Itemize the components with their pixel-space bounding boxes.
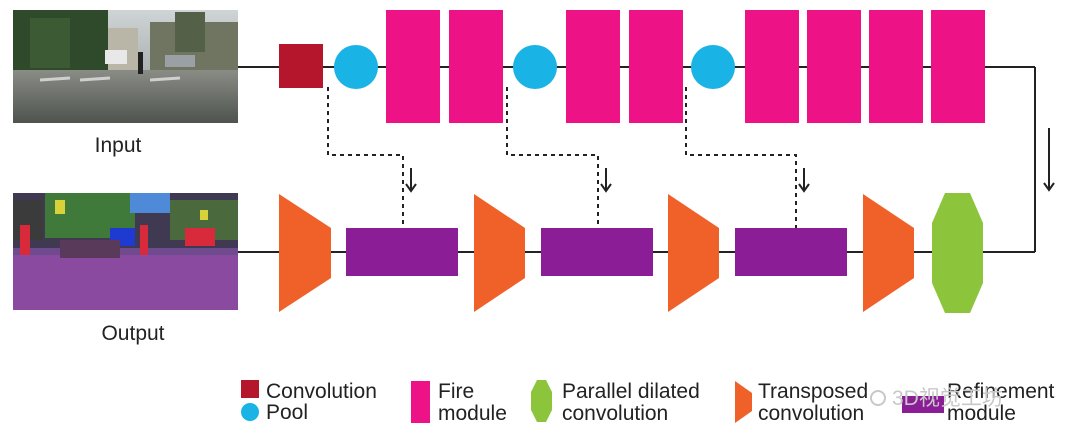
legend-pool-swatch: [241, 403, 259, 421]
pool-node: [691, 45, 735, 89]
fire-module: [745, 10, 799, 123]
watermark-text: 3D视觉工坊: [892, 387, 1003, 410]
refinement-module: [735, 228, 847, 276]
legend-refinement-label-line2: module: [947, 402, 1016, 425]
refinement-module: [346, 228, 458, 276]
legend-pool-label: Pool: [266, 401, 308, 424]
convolution-block: [279, 44, 323, 88]
refinement-module: [541, 228, 653, 276]
output-label: Output: [101, 322, 164, 345]
legend-fire-label-line1: Fire: [438, 380, 474, 403]
fire-module: [931, 10, 985, 123]
fire-module: [869, 10, 923, 123]
legend-parallel-label-line1: Parallel dilated: [562, 380, 700, 403]
watermark: 3D视觉工坊: [870, 387, 1003, 410]
legend-convolution-swatch: [241, 380, 259, 398]
legend-refinement-label-line1: Refinement: [947, 380, 1055, 403]
legend-parallel-label-line2: convolution: [562, 402, 668, 425]
legend-fire-swatch: [411, 381, 430, 423]
transposed-convolution: [279, 194, 331, 312]
input-image: [13, 10, 238, 123]
legend-transposed-label-line1: Transposed: [758, 380, 868, 403]
pool-node: [334, 45, 378, 89]
output-image: [13, 193, 238, 310]
legend: Convolution Pool Fire module Parallel di…: [241, 380, 1055, 425]
skip-arrows: [405, 128, 1055, 193]
fire-module: [629, 10, 683, 123]
wechat-icon: [870, 390, 886, 406]
legend-parallel-swatch: [531, 380, 552, 422]
parallel-dilated-convolution: [932, 193, 983, 313]
legend-convolution-label: Convolution: [266, 380, 377, 403]
input-label: Input: [95, 134, 142, 157]
pool-node: [513, 45, 557, 89]
fire-module: [386, 10, 440, 123]
legend-transposed-swatch: [735, 381, 752, 423]
legend-refinement-swatch: [902, 396, 944, 413]
transposed-convolution: [668, 194, 719, 312]
fire-module: [449, 10, 503, 123]
legend-fire-label-line2: module: [438, 402, 507, 425]
legend-transposed-label-line2: convolution: [758, 402, 864, 425]
fire-module: [807, 10, 861, 123]
transposed-convolution: [474, 194, 525, 312]
fire-module: [566, 10, 620, 123]
transposed-convolution: [863, 194, 914, 312]
